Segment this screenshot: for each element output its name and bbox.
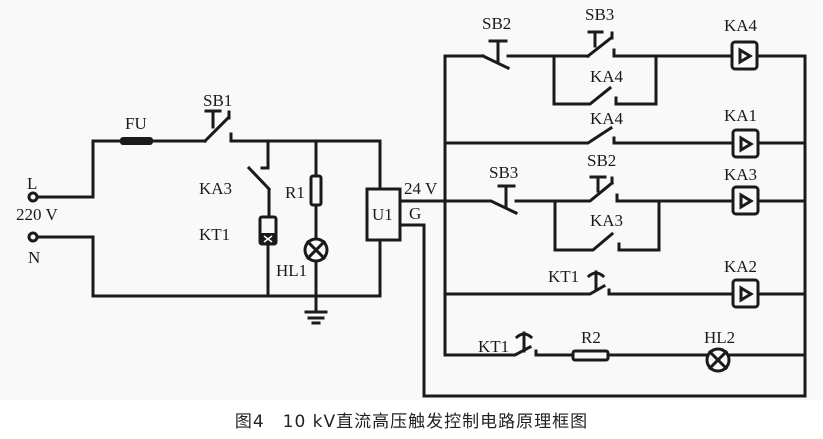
label-KA3-coil: KA3 <box>724 165 757 184</box>
label-KT1-left: KT1 <box>199 225 230 244</box>
lamp-HL1 <box>303 237 329 314</box>
label-SB3-top: SB3 <box>585 5 614 24</box>
resistor-R1 <box>309 139 323 240</box>
rung-KA4 <box>443 30 807 106</box>
label-SB2-top: SB2 <box>482 14 511 33</box>
label-SB2-mid: SB2 <box>587 151 616 170</box>
figure-caption: 图4 10 kV直流高压触发控制电路原理框图 <box>234 412 589 432</box>
label-24v: 24 V <box>404 179 438 198</box>
rung-KA1 <box>443 125 807 159</box>
label-SB3-mid: SB3 <box>489 163 518 182</box>
label-KT1-bot: KT1 <box>478 337 509 356</box>
label-L: L <box>27 174 37 193</box>
label-KA2-coil: KA2 <box>724 257 757 276</box>
label-KA1-coil: KA1 <box>724 106 757 125</box>
label-KA4-coil: KA4 <box>724 16 758 35</box>
label-KA4-hold: KA4 <box>590 67 624 86</box>
rung-KA2 <box>443 270 807 309</box>
circuit-schematic: L 220 V N FU SB1 KA3 KT1 R1 HL1 U1 24 V … <box>16 5 807 398</box>
rung-HL2 <box>443 331 807 373</box>
label-HL1: HL1 <box>276 261 307 280</box>
fuse-FU <box>120 137 153 145</box>
timer-coil-KT1 <box>258 215 278 298</box>
ground-symbol <box>304 310 328 325</box>
label-KA3-left: KA3 <box>199 179 232 198</box>
contact-KA3-left <box>246 139 273 219</box>
rung-KA3 <box>443 175 807 252</box>
power-module-U1 <box>365 54 807 398</box>
label-SB1: SB1 <box>203 91 232 110</box>
input-terminal-L <box>27 139 122 203</box>
label-N: N <box>28 248 40 267</box>
label-220v: 220 V <box>16 205 58 224</box>
label-KA4-contact: KA4 <box>590 109 624 128</box>
label-HL2: HL2 <box>704 328 735 347</box>
pushbutton-SB1 <box>202 109 382 144</box>
label-G: G <box>409 204 421 223</box>
circuit-diagram: L 220 V N FU SB1 KA3 KT1 R1 HL1 U1 24 V … <box>16 5 807 398</box>
label-R2: R2 <box>581 328 601 347</box>
label-R1: R1 <box>285 183 305 202</box>
label-KA3-hold: KA3 <box>590 211 623 230</box>
label-FU: FU <box>125 114 147 133</box>
label-U1: U1 <box>372 205 393 224</box>
input-terminal-N <box>27 231 382 298</box>
label-KT1-mid: KT1 <box>548 267 579 286</box>
